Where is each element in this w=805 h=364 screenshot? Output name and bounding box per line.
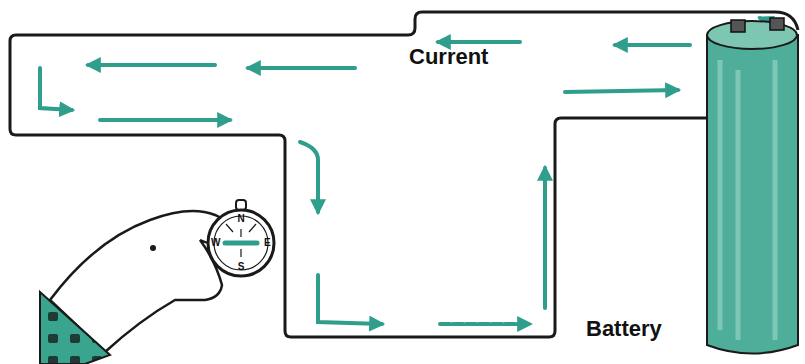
battery-label: Battery bbox=[586, 316, 662, 342]
compass bbox=[208, 200, 274, 276]
battery bbox=[707, 18, 798, 354]
compass-south: S bbox=[238, 262, 245, 272]
compass-west: W bbox=[211, 238, 220, 248]
compass-north: N bbox=[237, 214, 244, 224]
hand bbox=[40, 211, 236, 364]
compass-east: E bbox=[264, 238, 271, 248]
current-label: Current bbox=[409, 44, 488, 70]
